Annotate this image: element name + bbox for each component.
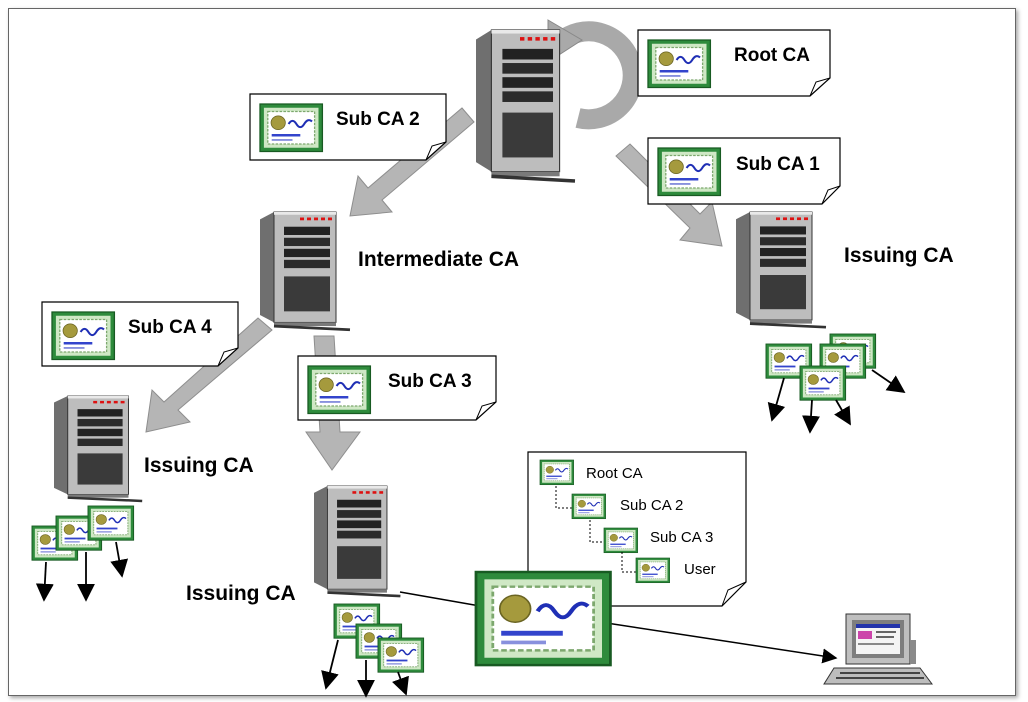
callout-sub-ca-2-label: Sub CA 2	[336, 109, 420, 130]
user-certificate-large	[476, 572, 610, 665]
chain-sub-ca-3: Sub CA 3	[650, 529, 713, 546]
issued-certs-center	[321, 603, 425, 698]
label-issuing-ca-left: Issuing CA	[144, 454, 254, 477]
callout-sub-ca-4: Sub CA 4	[41, 301, 239, 367]
issuing-ca-left-server	[52, 394, 144, 503]
callout-root-ca-label: Root CA	[734, 45, 810, 66]
issuing-ca-right-server	[734, 210, 828, 329]
callout-sub-ca-1-label: Sub CA 1	[736, 154, 820, 175]
self-sign-arrow	[547, 19, 643, 130]
label-intermediate-ca: Intermediate CA	[358, 248, 519, 271]
link-cert-to-user	[599, 621, 838, 664]
callout-sub-ca-3-label: Sub CA 3	[388, 371, 472, 392]
computer-icon	[823, 613, 933, 685]
callout-sub-ca-3: Sub CA 3	[297, 355, 497, 421]
callout-sub-ca-1: Sub CA 1	[647, 137, 841, 205]
chain-sub-ca-2: Sub CA 2	[620, 497, 683, 514]
intermediate-ca-server	[258, 210, 352, 332]
chain-root-ca: Root CA	[586, 465, 643, 482]
issued-certs-right	[765, 333, 906, 434]
issuing-ca-center-server	[312, 484, 402, 598]
certificate-chain-box: Root CA Sub CA 2 Sub CA 3 User	[527, 451, 747, 607]
label-issuing-ca-right: Issuing CA	[844, 244, 954, 267]
callout-root-ca: Root CA	[637, 29, 831, 97]
link-issuing-to-cert	[399, 591, 481, 607]
issued-certs-left	[31, 505, 135, 602]
chain-user: User	[684, 561, 716, 578]
callout-sub-ca-2: Sub CA 2	[249, 93, 447, 161]
label-issuing-ca-center: Issuing CA	[186, 582, 296, 605]
callout-sub-ca-4-label: Sub CA 4	[128, 317, 212, 338]
